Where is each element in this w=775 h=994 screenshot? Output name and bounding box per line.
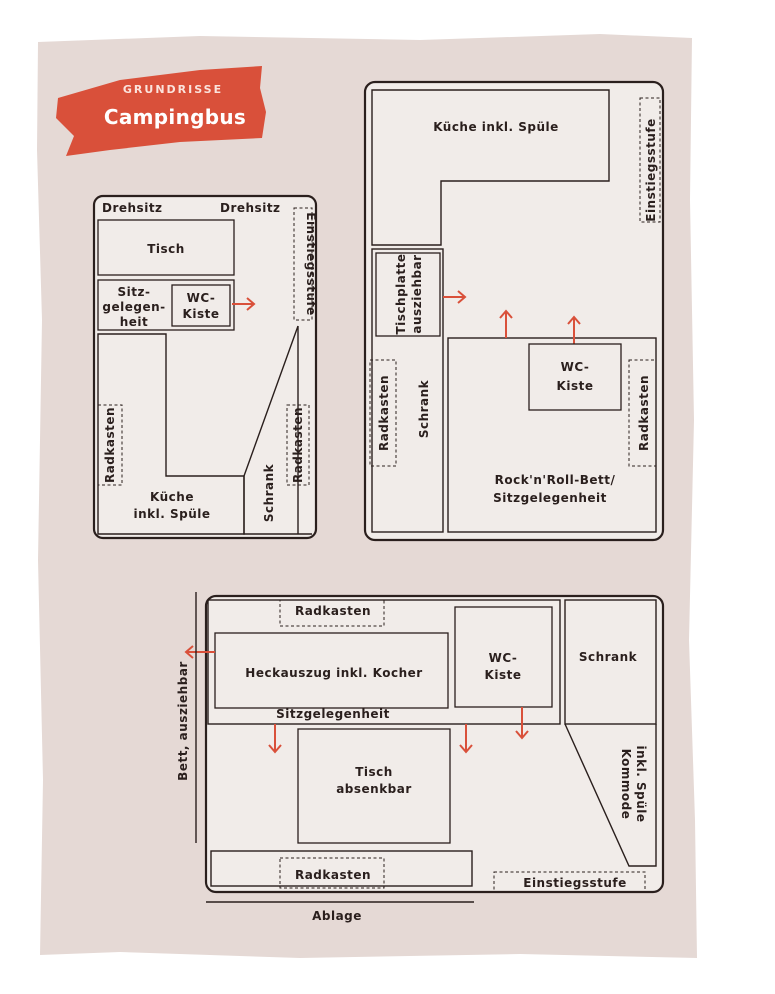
tisch-box xyxy=(97,219,235,276)
wc-arrow-head xyxy=(515,730,529,740)
label-radkasten-left: Radkasten xyxy=(377,375,391,451)
label-kommode-2: inkl. Spüle xyxy=(634,745,648,822)
kommode-outline xyxy=(564,723,657,867)
plan-small: Drehsitz Drehsitz Tisch Sitz- gelegen- h… xyxy=(92,194,318,540)
label-wc-1: WC- xyxy=(489,651,518,665)
label-schrank: Schrank xyxy=(262,463,276,522)
label-bett-2: Sitzgelegenheit xyxy=(493,491,607,505)
label-wc-2: Kiste xyxy=(183,307,220,321)
label-radkasten-right: Radkasten xyxy=(637,375,651,451)
label-bett: Bett, ausziehbar xyxy=(176,661,190,781)
wc-kiste-box xyxy=(528,343,622,411)
einstiegsstufe-zone xyxy=(493,871,646,893)
title-banner: GRUNDRISSE Campingbus xyxy=(56,66,266,156)
tischplatte-arrow-head xyxy=(457,290,467,304)
label-tisch-1: Tisch xyxy=(355,765,393,779)
radkasten-top-zone xyxy=(279,599,385,627)
label-schrank: Schrank xyxy=(579,650,638,664)
label-wc-2: Kiste xyxy=(557,379,594,393)
banner-title: Campingbus xyxy=(104,105,246,129)
label-sitzgelegenheit: Sitzgelegenheit xyxy=(276,707,390,721)
radkasten-left-zone xyxy=(97,404,123,486)
heckauszug-arrow-head xyxy=(184,645,194,659)
schrank-box xyxy=(564,599,657,725)
label-schrank: Schrank xyxy=(417,379,431,438)
label-radkasten-left: Radkasten xyxy=(103,407,117,483)
wc-arrow-head xyxy=(246,297,256,311)
plan-large-outline xyxy=(363,80,665,542)
label-kommode-1: Kommode xyxy=(619,749,633,820)
schrank-column xyxy=(371,248,444,533)
label-einstiegsstufe: Einstiegsstufe xyxy=(644,118,658,222)
schrank-outline xyxy=(243,325,312,535)
radkasten-left-zone xyxy=(369,359,397,467)
einstiegsstufe-zone xyxy=(639,97,661,223)
bett-arrow-left-head xyxy=(499,309,513,319)
label-sitz-3: heit xyxy=(120,315,149,329)
label-sitz-1: Sitz- xyxy=(118,285,151,299)
label-einstiegsstufe: Einstiegsstufe xyxy=(304,212,318,316)
label-ablage: Ablage xyxy=(312,909,362,923)
einstiegsstufe-zone xyxy=(293,207,313,321)
heckauszug-box xyxy=(214,632,449,709)
label-tisch-2: absenkbar xyxy=(336,782,412,796)
tischplatte-box xyxy=(375,252,441,337)
label-einstiegsstufe: Einstiegsstufe xyxy=(523,876,627,890)
label-bett-1: Rock'n'Roll-Bett/ xyxy=(495,473,616,487)
radkasten-right-zone xyxy=(628,359,657,467)
label-tisch: Tisch xyxy=(147,242,185,256)
bett-arrow-right-head xyxy=(567,315,581,325)
label-heckauszug: Heckauszug inkl. Kocher xyxy=(245,666,422,680)
banner-subtitle: GRUNDRISSE xyxy=(123,83,223,96)
label-tischplatte-2: ausziehbar xyxy=(410,254,424,333)
radkasten-bottom-zone xyxy=(279,857,385,889)
plan-bottom: Radkasten Heckauszug inkl. Kocher WC- Ki… xyxy=(176,592,665,923)
label-tischplatte-1: Tischplatte xyxy=(394,253,408,334)
label-kueche: Küche inkl. Spüle xyxy=(433,120,559,134)
sitz-arrow-left-head xyxy=(268,744,282,754)
sitzgelegenheit-area xyxy=(207,599,561,725)
kueche-outline xyxy=(371,89,610,246)
label-wc-1: WC- xyxy=(187,291,216,305)
label-kueche-2: inkl. Spüle xyxy=(133,507,210,521)
label-wc-1: WC- xyxy=(561,360,590,374)
label-radkasten-bottom: Radkasten xyxy=(295,868,371,882)
label-radkasten-right: Radkasten xyxy=(291,407,305,483)
label-kueche-1: Küche xyxy=(150,490,194,504)
label-drehsitz-left: Drehsitz xyxy=(102,201,163,215)
sitz-arrow-right-head xyxy=(459,744,473,754)
wc-kiste-box xyxy=(454,606,553,708)
radkasten-right-zone xyxy=(286,404,310,486)
label-wc-2: Kiste xyxy=(485,668,522,682)
plan-large: Küche inkl. Spüle Einstiegsstufe Tischpl… xyxy=(363,80,665,542)
banner-brush-stroke xyxy=(56,66,266,156)
tisch-box xyxy=(297,728,451,844)
wc-kiste-box xyxy=(171,284,231,327)
ablage-box xyxy=(210,850,473,887)
label-radkasten-top: Radkasten xyxy=(295,604,371,618)
label-drehsitz-right: Drehsitz xyxy=(220,201,281,215)
label-sitz-2: gelegen- xyxy=(102,300,165,314)
